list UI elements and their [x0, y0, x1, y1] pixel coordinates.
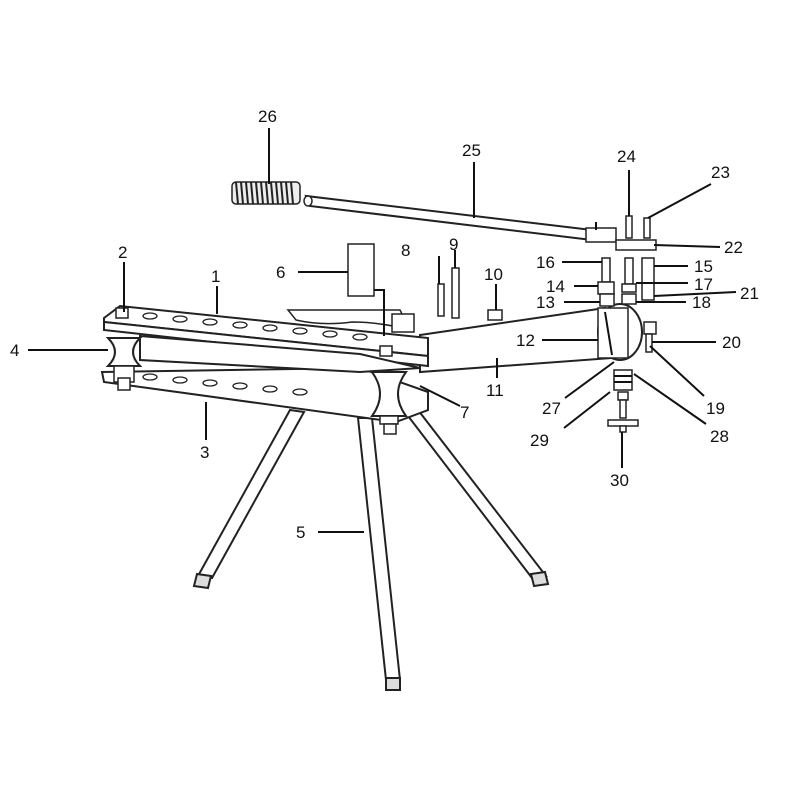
- pump-linkage: [615, 215, 657, 251]
- callout-16: 16: [536, 253, 555, 272]
- nut-part-10: [487, 309, 503, 321]
- callout-24: 24: [617, 147, 636, 166]
- callout-18: 18: [692, 293, 711, 312]
- release-valve: [643, 321, 657, 335]
- plate-part-6: [347, 243, 375, 297]
- callout-13: 13: [536, 293, 555, 312]
- callout-23: 23: [711, 163, 730, 182]
- callout-30: 30: [610, 471, 629, 490]
- pin-part-9: [451, 267, 460, 319]
- callout-22: 22: [724, 238, 743, 257]
- pump-handle: [303, 194, 617, 243]
- bolt-lower: [117, 377, 131, 391]
- die-bracket: [391, 313, 415, 333]
- callout-4: 4: [10, 341, 19, 360]
- callout-10: 10: [484, 265, 503, 284]
- callout-21: 21: [740, 284, 759, 303]
- callout-5: 5: [296, 523, 305, 542]
- callout-19: 19: [706, 399, 725, 418]
- callout-28: 28: [710, 427, 729, 446]
- callout-25: 25: [462, 141, 481, 160]
- bolt-lower-right: [383, 423, 397, 435]
- leader-6-bracket: [374, 289, 385, 336]
- release-screw: [645, 333, 653, 353]
- callout-labels: 26 25 24 23 22 2 1 6 8 9 10 16 14 13 15 …: [10, 107, 759, 542]
- callout-14: 14: [546, 277, 565, 296]
- callout-6: 6: [276, 263, 285, 282]
- callout-27: 27: [542, 399, 561, 418]
- callout-26: 26: [258, 107, 277, 126]
- tripod-legs: [192, 408, 550, 691]
- callout-17: 17: [694, 275, 713, 294]
- pin-part-8: [437, 283, 445, 317]
- callout-20: 20: [722, 333, 741, 352]
- top-nut: [115, 307, 129, 319]
- callout-3: 3: [200, 443, 209, 462]
- callout-12: 12: [516, 331, 535, 350]
- leader-lines: [28, 128, 737, 533]
- pump-valve-assembly: [597, 257, 655, 307]
- callout-2: 2: [118, 243, 127, 262]
- rollers: [105, 337, 408, 425]
- callout-29: 29: [530, 431, 549, 450]
- bolt-head: [379, 345, 393, 357]
- callout-8: 8: [401, 241, 410, 260]
- frame-plates: [100, 304, 429, 424]
- handle-grip-spring: [231, 181, 301, 205]
- callout-15: 15: [694, 257, 713, 276]
- callout-7: 7: [460, 403, 469, 422]
- ram-base-fittings: [607, 369, 639, 433]
- callout-9: 9: [449, 235, 458, 254]
- callout-11: 11: [486, 381, 504, 400]
- callout-1: 1: [211, 267, 220, 286]
